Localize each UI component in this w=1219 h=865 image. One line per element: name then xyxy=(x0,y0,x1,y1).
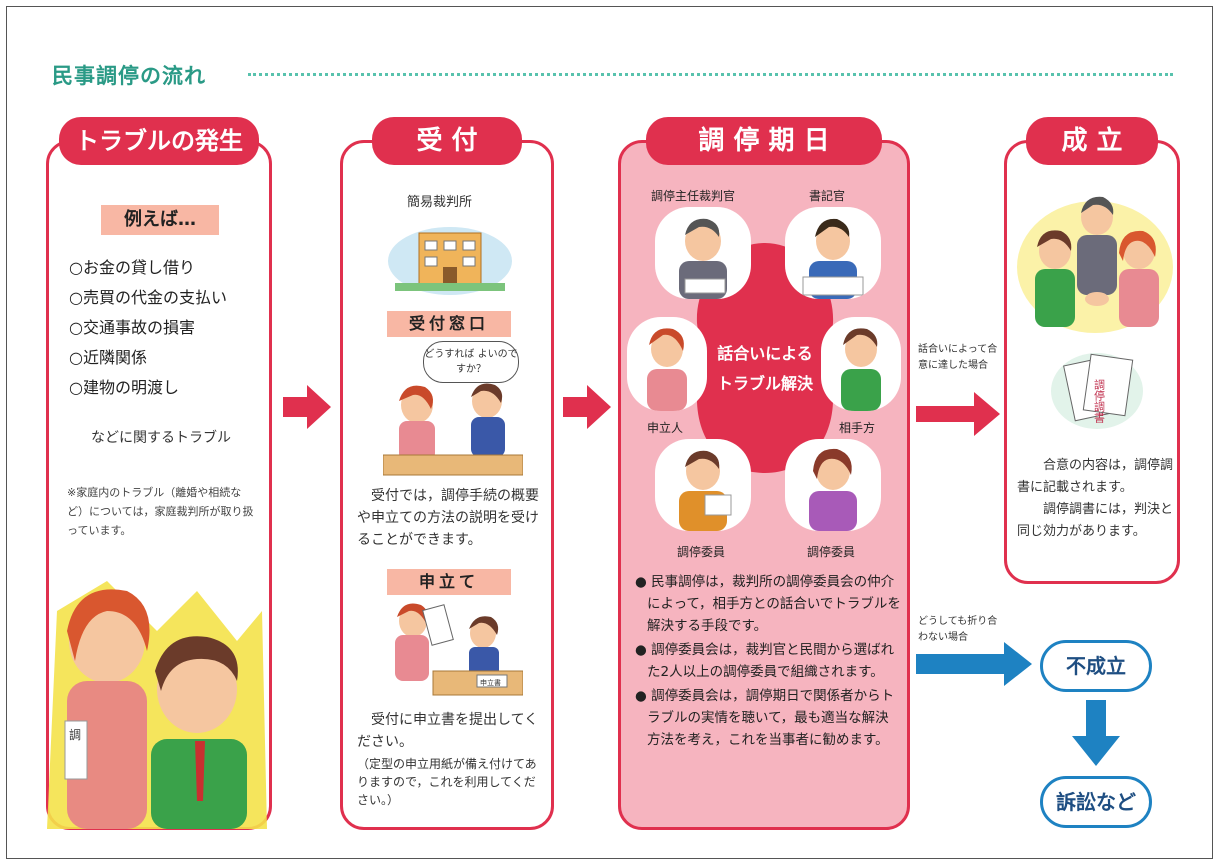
trouble-item: ○お金の貸し借り xyxy=(69,258,195,277)
flow-arrow-2 xyxy=(563,385,611,429)
uketsuke-note: （定型の申立用紙が備え付けてありますので，これを利用してください。） xyxy=(357,757,537,807)
member2-label: 調停委員 xyxy=(807,545,856,559)
opponent-label: 相手方 xyxy=(839,421,876,435)
court-building-icon xyxy=(388,227,512,295)
member1-portrait xyxy=(655,439,751,531)
chotei-bullet: ● 民事調停は，裁判所の調停委員会の仲介によって，相手方との話合いでトラブルを解… xyxy=(635,574,901,634)
trouble-list: ○お金の貸し借り ○売買の代金の支払い ○交通事故の損害 ○近隣関係 ○建物の明… xyxy=(69,253,227,403)
clerk-label: 書記官 xyxy=(809,189,846,203)
applicant-portrait xyxy=(627,317,707,411)
member1-label: 調停委員 xyxy=(677,545,726,559)
chotei-bullet: ● 調停委員会は，調停期日で関係者からトラブルの実情を聴いて，最も適当な解決方法… xyxy=(635,688,895,748)
trouble-item: ○近隣関係 xyxy=(69,348,147,367)
fuseiritsu-badge: 不成立 xyxy=(1040,640,1152,692)
trouble-item: ○建物の明渡し xyxy=(69,378,179,397)
arguing-people-illustration: 調 xyxy=(47,581,267,829)
panel-uketsuke-title: 受 付 xyxy=(372,117,522,165)
uketsuke-window-tag: 受付窓口 xyxy=(387,311,511,337)
speech-bubble: どうすれば よいのですか？ xyxy=(423,341,519,383)
chotei-bullet: ● 調停委員会は，裁判官と民間から選ばれた2人以上の調停委員で組織されます。 xyxy=(635,642,895,680)
application-submit-illustration: 申立書 xyxy=(395,603,523,696)
flow-arrow-fail xyxy=(916,642,1032,686)
judge-label: 調停主任裁判官 xyxy=(651,189,736,203)
trouble-suffix: などに関するトラブル xyxy=(91,430,231,446)
seiritsu-description: 合意の内容は，調停調書に記載されます。 xyxy=(1017,458,1174,495)
panel-seiritsu: 成 立 調停調書 合意の内容は，調停調書に記載されます。 調停調書には，判決と同… xyxy=(1004,117,1180,584)
fail-note: どうしても折り合わない場合 xyxy=(918,616,998,643)
trouble-note: ※家庭内のトラブル（離婚や相続など）については，家庭裁判所が取り扱っています。 xyxy=(67,486,254,537)
opponent-portrait xyxy=(821,317,901,411)
settlement-document-icon: 調停調書 xyxy=(1051,353,1143,429)
document-label: 調停調書 xyxy=(1093,378,1106,424)
flow-arrow-agree xyxy=(916,392,1000,436)
panel-trouble-title: トラブルの発生 xyxy=(59,117,259,165)
speech-bubble-text: どうすれば よいのですか？ xyxy=(424,349,518,375)
clerk-portrait xyxy=(785,207,881,299)
seiritsu-description-2: 調停調書には，判決と同じ効力があります。 xyxy=(1017,502,1174,539)
panel-chotei: 調 停 期 日 話合いによる トラブル解決 調停主任裁判官 書記官 xyxy=(618,117,910,830)
agree-note: 話合いによって合意に達した場合 xyxy=(918,344,998,371)
paper-label: 申立書 xyxy=(480,678,501,687)
trouble-item: ○売買の代金の支払い xyxy=(69,288,227,307)
trouble-item: ○交通事故の損害 xyxy=(69,318,195,337)
panel-trouble: トラブルの発生 例えば… ○お金の貸し借り ○売買の代金の支払い ○交通事故の損… xyxy=(46,117,272,830)
judge-portrait xyxy=(655,207,751,299)
page-title: 民事調停の流れ xyxy=(52,64,206,88)
chotei-bullets: ● 民事調停は，裁判所の調停委員会の仲介によって，相手方との話合いでトラブルを解… xyxy=(635,571,901,751)
center-blob xyxy=(696,243,834,473)
title-dotted-rule xyxy=(248,73,1173,76)
reception-illustration xyxy=(383,383,523,476)
example-tag: 例えば… xyxy=(101,205,219,235)
agreement-handshake-illustration xyxy=(1017,196,1173,333)
applicant-label: 申立人 xyxy=(647,421,684,435)
panel-seiritsu-title: 成 立 xyxy=(1026,117,1158,165)
uketsuke-description: 受付では，調停手続の概要や申立ての方法の説明を受けることができます。 xyxy=(357,488,539,548)
panel-uketsuke: 受 付 簡易裁判所 受付窓口 どうすれば よいのですか？ 受付では，調停手続の概… xyxy=(340,117,554,830)
panel-chotei-title: 調 停 期 日 xyxy=(646,117,882,165)
soshou-badge: 訴訟など xyxy=(1040,776,1152,828)
moushitate-tag: 申立て xyxy=(387,569,511,595)
court-label: 簡易裁判所 xyxy=(407,195,473,210)
svg-text:調: 調 xyxy=(69,728,81,742)
center-label: 話合いによる トラブル解決 xyxy=(716,344,813,393)
flow-arrow-1 xyxy=(283,385,331,429)
uketsuke-description-2: 受付に申立書を提出してください。 xyxy=(357,712,539,750)
flow-arrow-down xyxy=(1072,700,1120,766)
member2-portrait xyxy=(785,439,881,531)
